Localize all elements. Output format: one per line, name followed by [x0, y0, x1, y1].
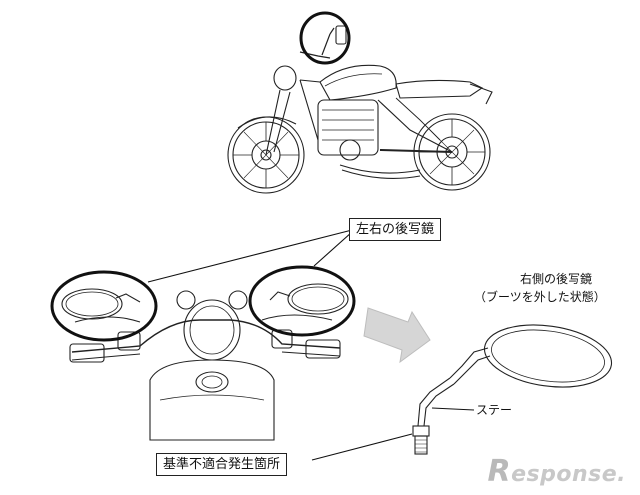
callout-line-left [147, 229, 353, 283]
watermark-text: esponse. [511, 462, 626, 487]
callout-line-right [313, 231, 353, 267]
nonconformity-leader-line [311, 433, 413, 461]
right-mirror-title-line1: 右側の後写鏡 [519, 272, 592, 286]
stay-leader-line [431, 407, 475, 411]
nonconformity-location-label: 基準不適合発生箇所 [156, 453, 288, 476]
right-mirror-title-line2: （ブーツを外した状態） [474, 290, 606, 304]
stay-label: ステー [476, 403, 513, 417]
direction-arrow [363, 307, 431, 364]
right-mirror-subtitle: （ブーツを外した状態） [474, 290, 606, 305]
watermark-logo-letter: R [487, 454, 512, 489]
response-watermark: Response. [487, 454, 626, 489]
right-mirror-title: 右側の後写鏡 [496, 272, 616, 287]
left-right-mirrors-label: 左右の後写鏡 [349, 218, 442, 241]
motorcycle-side-view [227, 25, 493, 194]
handlebar-front-view [61, 283, 349, 441]
right-mirror-detail [412, 324, 613, 455]
mirror-highlight-left [50, 270, 158, 342]
mirror-highlight-right [248, 265, 356, 337]
mirror-highlight-small [299, 11, 351, 65]
